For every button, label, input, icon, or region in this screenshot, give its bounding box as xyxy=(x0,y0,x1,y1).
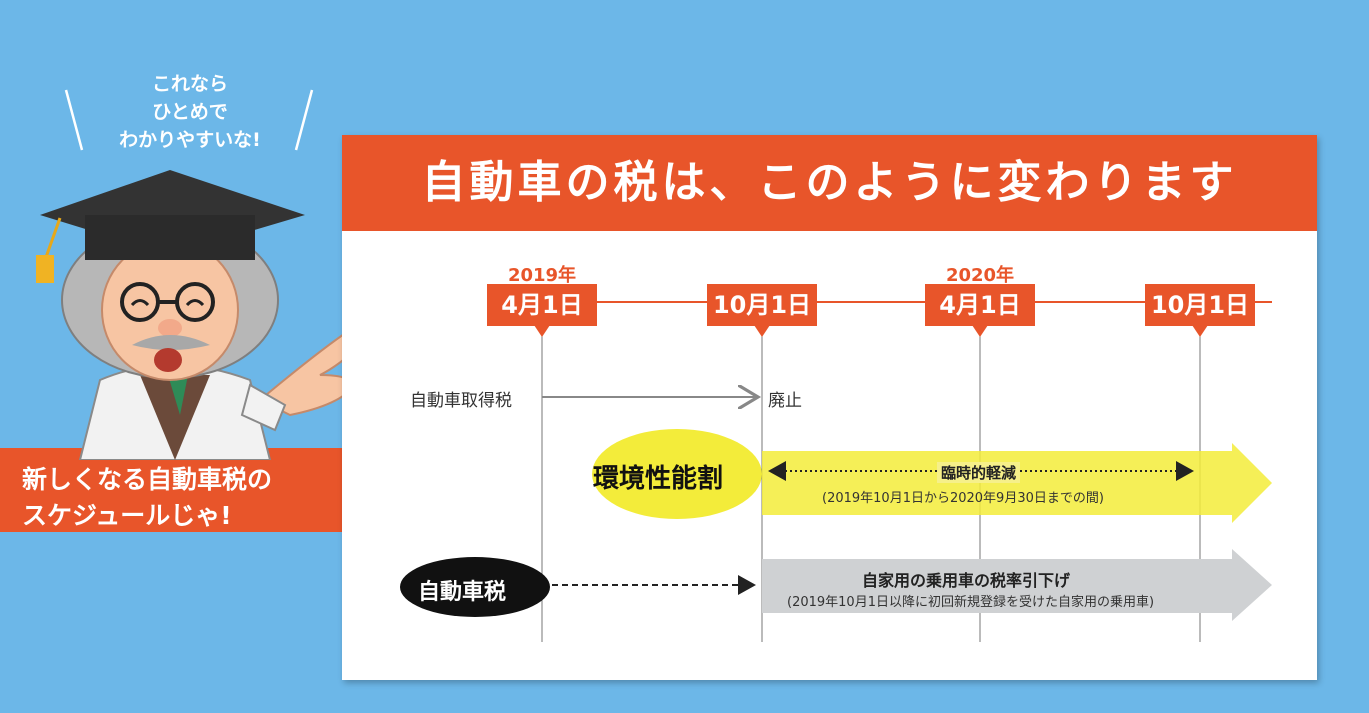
auto-tax-label: 自動車税 xyxy=(418,580,507,605)
speech-line-3: わかりやすいな! xyxy=(119,129,261,151)
year-2019: 2019年 xyxy=(507,265,577,286)
banner-text: 新しくなる自動車税の スケジュールじゃ! xyxy=(22,462,272,534)
speech-marks xyxy=(64,89,314,151)
date-label-2019-oct: 10月1日 xyxy=(707,284,817,326)
acquisition-tax-label: 自動車取得税 xyxy=(410,391,512,411)
speech-line-1: これなら xyxy=(151,73,228,95)
auto-tax-reduction-label: 自家用の乗用車の税率引下げ xyxy=(862,571,1071,590)
speech-bubble-text: これなら ひとめで わかりやすいな! xyxy=(95,70,285,154)
auto-tax-arrow xyxy=(762,549,1272,621)
auto-tax-ellipse xyxy=(400,557,550,617)
environment-ellipse xyxy=(592,429,762,519)
banner-line-2: スケジュールじゃ! xyxy=(22,501,232,530)
date-label-2019-apr: 4月1日 xyxy=(487,284,597,326)
environment-label: 環境性能割 xyxy=(593,464,724,494)
professor-illustration xyxy=(36,170,363,460)
environment-arrow xyxy=(762,443,1272,523)
date-label-2020-oct: 10月1日 xyxy=(1145,284,1255,326)
card-title: 自動車の税は、このように変わります xyxy=(342,135,1317,231)
temporary-reduction-period: (2019年10月1日から2020年9月30日までの間) xyxy=(822,491,1104,506)
temporary-reduction-label: 臨時的軽減 xyxy=(937,462,1021,483)
abolished-label: 廃止 xyxy=(768,391,802,411)
date-label-2020-apr: 4月1日 xyxy=(925,284,1035,326)
speech-line-2: ひとめで xyxy=(152,101,228,123)
year-2020: 2020年 xyxy=(945,265,1015,286)
timeline-diagram xyxy=(400,301,1272,642)
auto-tax-reduction-detail: (2019年10月1日以降に初回新規登録を受けた自家用の乗用車) xyxy=(787,595,1155,610)
banner-line-1: 新しくなる自動車税の xyxy=(22,465,273,494)
